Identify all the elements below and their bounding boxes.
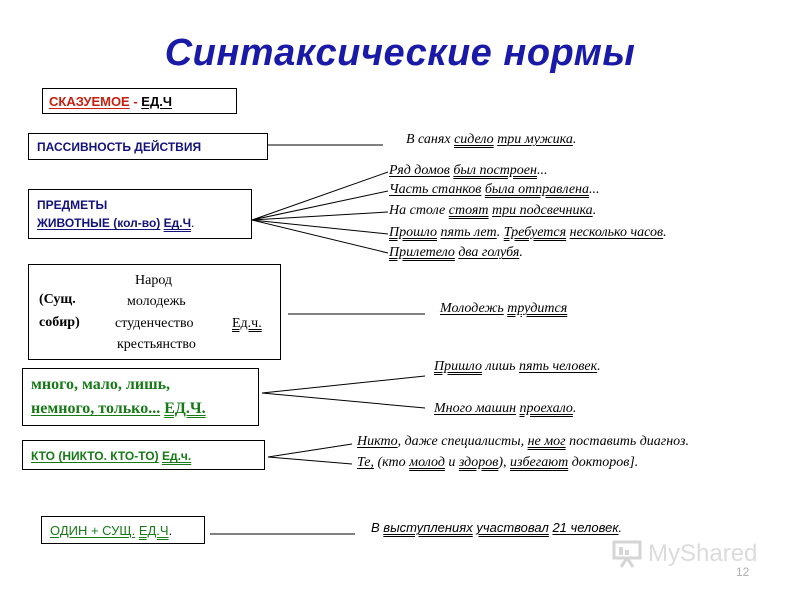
objects-label-1: ПРЕДМЕТЫ: [37, 198, 108, 212]
predicate-value: ЕД.Ч: [141, 94, 172, 109]
predicate-box: СКАЗУЕМОЕ - ЕД.Ч: [42, 88, 237, 114]
one-noun-box: ОДИН + СУЩ. ЕД.Ч.: [41, 516, 205, 544]
collective-value: Ед.ч.: [232, 316, 262, 331]
collective-label-1: (Сущ.: [39, 292, 76, 307]
collective-word-4: крестьянство: [117, 337, 196, 352]
passive-box: ПАССИВНОСТЬ ДЕЙСТВИЯ: [28, 133, 268, 160]
objects-example-2: Часть станков была отправлена...: [389, 182, 600, 197]
pronoun-example-2: Те, (кто молод и здоров), избегают докто…: [357, 455, 639, 470]
quantity-label-2: немного, только...: [31, 400, 161, 417]
presentation-board-icon: [612, 540, 642, 568]
objects-label-2: ЖИВОТНЫЕ (кол-во): [37, 216, 161, 230]
page-number: 12: [736, 565, 750, 579]
watermark: MyShared: [612, 536, 762, 572]
quantity-box: много, мало, лишь, немного, только... ЕД…: [22, 368, 259, 426]
passive-label: ПАССИВНОСТЬ ДЕЙСТВИЯ: [37, 140, 202, 154]
collective-box: (Сущ. собир) Народ молодежь студенчество…: [28, 264, 281, 360]
quantity-example-1: Пришло лишь пять человек.: [434, 359, 601, 374]
watermark-text: MyShared: [648, 540, 758, 567]
collective-label-2: собир): [39, 315, 80, 330]
objects-example-1: Ряд домов был построен...: [389, 163, 548, 178]
pronoun-box: КТО (НИКТО. КТО-ТО) Ед.ч.: [22, 440, 265, 470]
quantity-example-2: Много машин проехало.: [434, 401, 577, 416]
predicate-label: СКАЗУЕМОЕ: [49, 94, 130, 109]
quantity-label-1: много, мало, лишь,: [31, 376, 171, 393]
passive-example: В санях сидело три мужика.: [406, 132, 577, 147]
collective-word-3: студенчество: [115, 316, 194, 331]
one-noun-value: ЕД.Ч: [138, 523, 169, 538]
collective-word-1: Народ: [135, 273, 173, 288]
pronoun-value: Ед.ч.: [161, 449, 192, 463]
objects-value: Ед.Ч: [163, 216, 192, 230]
collective-word-2: молодежь: [127, 294, 186, 309]
quantity-value: ЕД.Ч.: [164, 400, 206, 417]
objects-example-4: Прошло пять лет. Требуется несколько час…: [389, 225, 667, 240]
objects-example-5: Прилетело два голубя.: [389, 245, 523, 260]
objects-example-3: На столе стоят три подсвечника.: [389, 203, 597, 218]
one-noun-label: ОДИН + СУЩ.: [50, 523, 136, 538]
pronoun-label: КТО (НИКТО. КТО-ТО): [31, 449, 159, 463]
pronoun-example-1: Никто, даже специалисты, не мог поставит…: [357, 434, 689, 449]
objects-box: ПРЕДМЕТЫ ЖИВОТНЫЕ (кол-во) Ед.Ч.: [28, 189, 252, 239]
one-noun-example: В выступлениях участвовал 21 человек.: [371, 520, 623, 535]
collective-example: Молодежь трудится: [440, 301, 568, 316]
page-title: Синтаксические нормы: [164, 32, 636, 74]
